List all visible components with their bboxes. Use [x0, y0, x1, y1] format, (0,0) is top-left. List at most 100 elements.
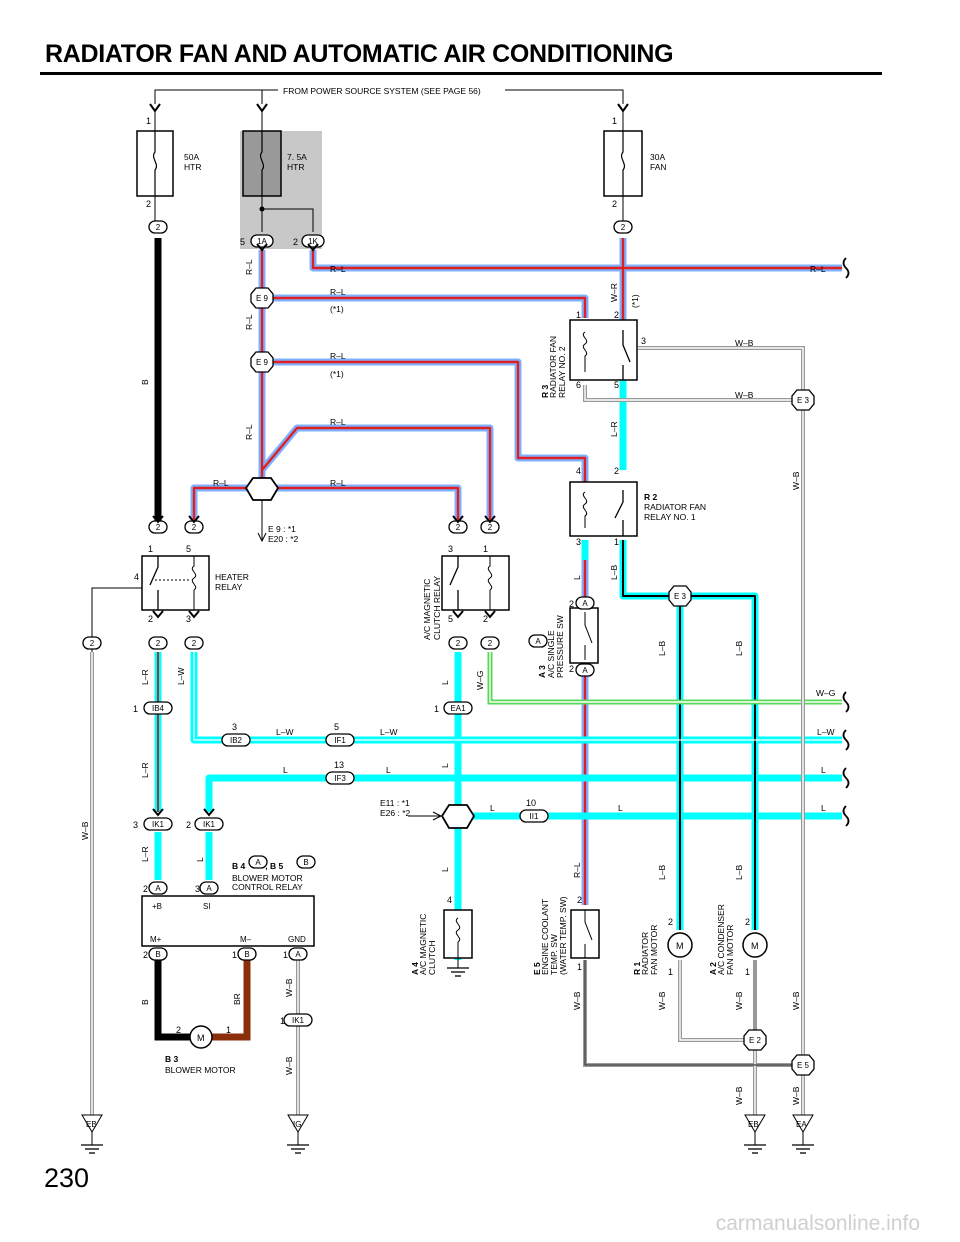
connector-e9-b: E 9	[250, 351, 274, 373]
pin-number: 1	[232, 950, 237, 960]
connector-if3: IF3	[325, 771, 355, 785]
wire-label: L	[572, 575, 582, 580]
wire-label: L	[283, 765, 288, 775]
wire-label: W–G	[816, 688, 835, 698]
connector-ib4: IB4	[143, 701, 173, 715]
svg-text:IF3: IF3	[334, 774, 346, 783]
note-star-1a: (*1)	[330, 304, 344, 314]
connector-ik1-b: IK1	[194, 817, 224, 831]
pin-a-4: A	[575, 596, 595, 610]
pin-number: 2	[745, 917, 750, 927]
joint-octagon-1	[244, 477, 280, 543]
term-m-plus: M+	[150, 935, 162, 944]
connector-ib2: IB2	[221, 733, 251, 747]
svg-text:EB: EB	[86, 1120, 97, 1129]
wire-label: L	[618, 803, 623, 813]
ground-eb-right: EB	[743, 1114, 767, 1154]
svg-text:2: 2	[156, 223, 161, 232]
source-label: FROM POWER SOURCE SYSTEM (SEE PAGE 56)	[283, 86, 481, 96]
connector-ea1: EA1	[443, 701, 473, 715]
pin-number: 2	[569, 664, 574, 674]
connector-1a: 1A	[250, 234, 274, 248]
svg-text:E 2: E 2	[749, 1036, 762, 1045]
title-rule	[40, 72, 882, 75]
wire-l-w-tracer	[193, 652, 842, 741]
wire-label: R–L	[330, 417, 346, 427]
pin-number: 13	[334, 760, 344, 770]
svg-text:2: 2	[192, 523, 197, 532]
connector-e5: E 5	[791, 1054, 815, 1076]
connector-e3-b: E 3	[668, 585, 692, 607]
pin-number: 2	[176, 1025, 181, 1035]
blower-motor: M	[189, 1025, 213, 1049]
pin-number: 2	[146, 199, 151, 209]
wires-w-b	[90, 346, 805, 1115]
ground-ea: EA	[791, 1114, 815, 1154]
wire-label: W–B	[791, 471, 801, 490]
wire-label: W–B	[734, 991, 744, 1010]
fuse-7-5a	[242, 112, 314, 232]
pin-number: 1	[612, 116, 617, 126]
pin-number: 4	[134, 572, 139, 582]
pill-2-h: 2	[148, 636, 168, 650]
wire-label: L	[490, 803, 495, 813]
pin-number: 1	[146, 116, 151, 126]
pin-number: 3	[232, 722, 237, 732]
ac-clutch-relay	[441, 555, 510, 611]
engine-coolant-temp-switch	[570, 909, 600, 959]
pin-number: 1	[226, 1025, 231, 1035]
pill-2-g: 2	[82, 636, 102, 650]
connector-ii1: II1	[519, 809, 549, 823]
wire-label: B	[140, 379, 150, 385]
svg-text:2: 2	[156, 523, 161, 532]
pin-number: 1	[614, 537, 619, 547]
wire-label: R–L	[330, 287, 346, 297]
pin-number: 4	[576, 466, 581, 476]
pin-number: 2	[143, 950, 148, 960]
wire-label: L	[821, 803, 826, 813]
power-source-bus	[154, 89, 624, 104]
pill-2-j: 2	[448, 636, 468, 650]
wire-label: R–L	[244, 424, 254, 440]
pin-number: 1	[148, 544, 153, 554]
svg-text:B: B	[155, 950, 160, 959]
wire-label: W–B	[284, 1056, 294, 1075]
wire-w-b-tracer	[584, 960, 803, 1066]
pin-number: 1	[133, 704, 138, 714]
svg-text:II1: II1	[530, 812, 539, 821]
watermark: carmanualsonline.info	[715, 1212, 920, 1235]
wire-label: W–B	[735, 390, 754, 400]
ground-ig: IG	[286, 1114, 310, 1154]
svg-text:IK1: IK1	[292, 1016, 305, 1025]
connector-ik1-a: IK1	[143, 817, 173, 831]
svg-text:M: M	[197, 1033, 205, 1043]
pin-number: 1	[483, 544, 488, 554]
wire-label: L–W	[276, 727, 293, 737]
wire-label: L–B	[734, 641, 744, 656]
pin-number: 2	[143, 884, 148, 894]
svg-text:M: M	[751, 941, 759, 951]
wire-label: W–B	[657, 991, 667, 1010]
ac-magnetic-clutch	[443, 909, 473, 977]
wire-label: L–B	[657, 641, 667, 656]
pill-2-d: 2	[184, 520, 204, 534]
radiator-fan-relay-1	[569, 481, 638, 537]
pin-number: 2	[186, 820, 191, 830]
wire-label: L–R	[140, 846, 150, 862]
wire-label: L–B	[734, 865, 744, 880]
wire-b-blower	[154, 960, 190, 1041]
wire-label: R–L	[572, 862, 582, 878]
wire-label: B	[140, 999, 150, 1005]
svg-text:1K: 1K	[308, 237, 318, 246]
wire-label: W–B	[734, 1086, 744, 1105]
wire-label: W–B	[791, 1086, 801, 1105]
pin-number: 1	[745, 967, 750, 977]
page-title: RADIATOR FAN AND AUTOMATIC AIR CONDITION…	[45, 40, 674, 68]
note-star-1c: (*1)	[630, 294, 640, 308]
pin-number: 2	[483, 614, 488, 624]
pin-a-6: A	[528, 634, 548, 648]
pin-number: 1	[576, 310, 581, 320]
fuse-50a	[136, 112, 174, 222]
